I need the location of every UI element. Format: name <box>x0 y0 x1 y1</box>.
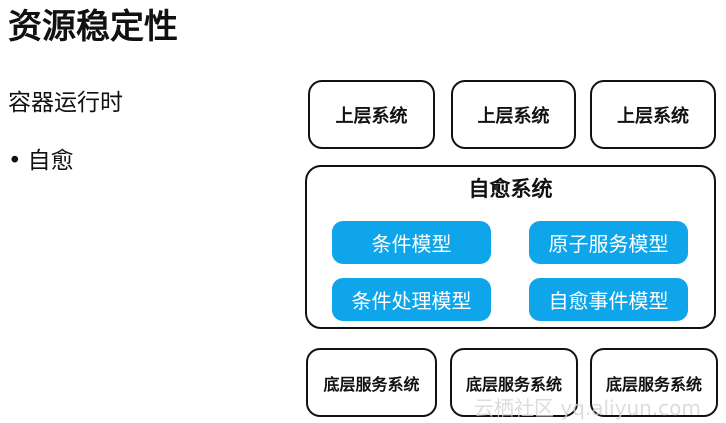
bullet-dot-icon: • <box>8 148 22 174</box>
section-subtitle: 容器运行时 <box>8 90 123 116</box>
condition-handling-model-pill: 条件处理模型 <box>332 278 491 321</box>
self-healing-system-box: 自愈系统 条件模型 原子服务模型 条件处理模型 自愈事件模型 <box>305 165 716 329</box>
self-healing-event-model-pill: 自愈事件模型 <box>529 278 688 321</box>
atomic-service-model-pill: 原子服务模型 <box>529 221 688 264</box>
watermark: 云栖社区 yq.aliyun.com <box>474 396 701 420</box>
bullet-item: •自愈 <box>8 146 74 176</box>
bottom-service-system-box-3: 底层服务系统 <box>590 348 718 417</box>
page-title: 资源稳定性 <box>8 7 178 47</box>
bottom-service-system-box-2: 底层服务系统 <box>450 348 578 417</box>
self-healing-system-title: 自愈系统 <box>468 177 553 201</box>
bottom-service-system-box-1: 底层服务系统 <box>306 348 437 417</box>
upper-system-box-2: 上层系统 <box>451 80 576 149</box>
upper-system-box-1: 上层系统 <box>308 80 435 149</box>
upper-system-box-3: 上层系统 <box>590 80 716 149</box>
condition-model-pill: 条件模型 <box>332 221 491 264</box>
bullet-text: 自愈 <box>27 148 74 174</box>
